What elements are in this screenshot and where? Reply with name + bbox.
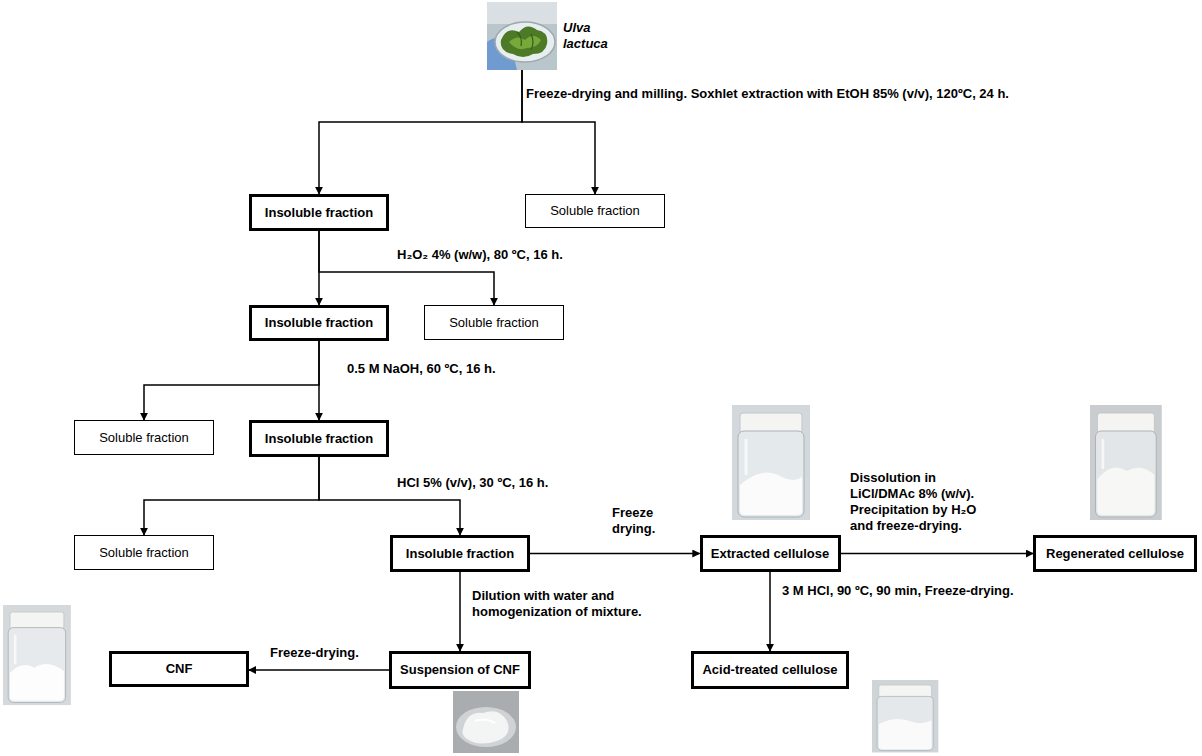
- flow-arrow: [319, 457, 460, 535]
- flow-arrow: [459, 572, 461, 651]
- flow-arrow: [319, 70, 522, 194]
- process-box: Insoluble fraction: [249, 305, 389, 341]
- node-text: Soluble fraction: [449, 315, 539, 331]
- process-box: Suspension of CNF: [389, 651, 531, 689]
- node-text: Insoluble fraction: [265, 431, 373, 447]
- node-text: Soluble fraction: [550, 203, 640, 219]
- step-condition: H₂O₂ 4% (w/w), 80 ºC, 16 h.: [395, 247, 565, 263]
- jar-photo: [1090, 405, 1162, 520]
- node-text: CNF: [166, 661, 193, 677]
- node-text: Regenerated cellulose: [1046, 546, 1184, 562]
- process-box: Soluble fraction: [525, 194, 665, 228]
- step-condition: Freeze drying.: [610, 505, 676, 537]
- process-box: Soluble fraction: [424, 305, 564, 340]
- flow-arrow: [769, 572, 771, 651]
- step-condition: 0.5 M NaOH, 60 ºC, 16 h.: [345, 361, 498, 377]
- flow-arrow: [144, 341, 319, 420]
- process-box: Insoluble fraction: [249, 194, 389, 231]
- process-box: Insoluble fraction: [249, 420, 389, 457]
- step-condition: Dissolution in LiCl/DMAc 8% (w/v). Preci…: [848, 470, 1002, 534]
- node-text: Insoluble fraction: [265, 205, 373, 221]
- step-condition: Dilution with water and homogenization o…: [470, 588, 669, 620]
- process-box: CNF: [109, 651, 249, 687]
- process-box: Soluble fraction: [74, 535, 214, 570]
- step-condition: HCl 5% (v/v), 30 ºC, 16 h.: [395, 475, 550, 491]
- process-box: Insoluble fraction: [390, 535, 530, 572]
- gel-photo: [453, 691, 519, 753]
- process-box: Extracted cellulose: [700, 535, 841, 572]
- jar-photo: [732, 405, 810, 520]
- node-text: Insoluble fraction: [406, 546, 514, 562]
- flow-arrow: [319, 231, 494, 305]
- step-condition: Freeze-drying.: [268, 645, 361, 661]
- jar-photo: [872, 680, 938, 752]
- node-text: Soluble fraction: [99, 545, 189, 561]
- step-condition: Freeze-drying and milling. Soxhlet extra…: [524, 86, 1011, 102]
- flow-arrow: [530, 553, 700, 555]
- node-text: Ulva lactuca: [563, 20, 619, 52]
- flow-arrow: [144, 457, 319, 535]
- flow-arrow: [841, 553, 1034, 555]
- node-text: Soluble fraction: [99, 430, 189, 446]
- node-text: Acid-treated cellulose: [702, 662, 837, 678]
- step-condition: 3 M HCl, 90 ºC, 90 min, Freeze-drying.: [780, 583, 1016, 599]
- specimen-node: Ulva lactuca: [487, 2, 612, 70]
- process-box: Soluble fraction: [74, 420, 214, 455]
- node-text: Suspension of CNF: [400, 662, 520, 678]
- seaweed-photo: [487, 2, 557, 70]
- node-text: Insoluble fraction: [265, 315, 373, 331]
- process-box: Regenerated cellulose: [1033, 535, 1197, 572]
- node-text: Extracted cellulose: [711, 546, 830, 562]
- flow-arrow: [249, 669, 389, 671]
- process-box: Acid-treated cellulose: [691, 651, 849, 689]
- flow-arrow: [318, 341, 320, 420]
- jar-photo: [3, 605, 71, 705]
